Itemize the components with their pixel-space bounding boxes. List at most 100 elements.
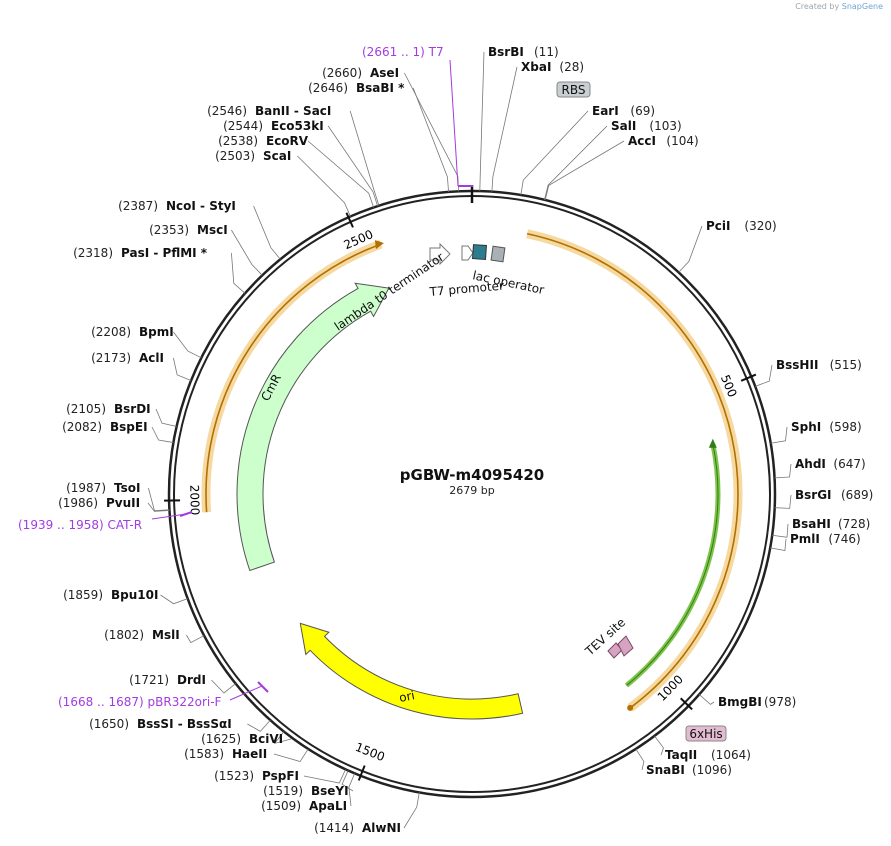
primer-pbr322ori-f-leader: [229, 685, 263, 701]
enzyme-bsabi-position: (2646): [308, 81, 348, 95]
enzyme-sphi-leader: [770, 426, 788, 444]
orf-band-right: [526, 229, 743, 712]
enzyme-snabi-leader: [635, 748, 645, 771]
primer-pbr322ori-f-label: (1668 .. 1687) pBR322ori-F: [58, 695, 222, 709]
his6-label: 6xHis: [689, 727, 722, 741]
orf-line-left: [205, 243, 382, 513]
cut-lines: [147, 51, 792, 829]
enzyme-apali-position: (1509): [261, 799, 301, 813]
enzyme-bseyi-position: (1519): [263, 784, 303, 798]
ori-arrow: [299, 622, 524, 720]
enzyme-bsshii-name: BssHII: [776, 358, 818, 372]
enzyme-sphi-position: (598): [829, 420, 861, 434]
enzyme-msli-name: MslI: [152, 628, 180, 642]
enzyme-msci-position: (2353): [149, 223, 189, 237]
enzyme-bsshii-position: (515): [830, 358, 862, 372]
enzyme-pvuii-name: PvuII: [106, 496, 140, 510]
his-cds-line: [626, 443, 719, 686]
tick-2500: [345, 212, 354, 228]
enzyme-pmli-name: PmlI: [790, 532, 820, 546]
enzyme-ncoi-styi-position: (2387): [118, 199, 158, 213]
enzyme-sphi-name: SphI: [791, 420, 821, 434]
enzyme-bsabi-name: BsaBI *: [356, 81, 405, 95]
enzyme-bseyi-name: BseYI: [311, 784, 349, 798]
ori-label: ori: [398, 688, 416, 705]
enzyme-haeii-position: (1583): [184, 747, 224, 761]
enzyme-taqii-name: TaqII: [665, 748, 697, 762]
enzyme-pspfi-position: (1523): [214, 769, 254, 783]
enzyme-msci-name: MscI: [197, 223, 228, 237]
primer-cat-r-leader: [151, 513, 187, 520]
enzyme-xbai-leader: [491, 66, 518, 192]
enzyme-ahdi-leader: [774, 463, 792, 479]
enzyme-pcii-name: PciI: [706, 219, 731, 233]
credit-prefix: Created by: [795, 2, 840, 11]
tick-1500: [357, 765, 366, 781]
tick-1000: [680, 697, 693, 711]
enzyme-drdi-name: DrdI: [177, 673, 206, 687]
enzyme-msci-leader: [231, 229, 263, 276]
enzyme-haeii-leader: [273, 748, 309, 763]
enzyme-bpmi-name: BpmI: [139, 325, 174, 339]
enzyme-bsrdi-leader: [155, 408, 177, 427]
orf-arrowhead-left: [374, 240, 384, 250]
enzyme-asei-leader: [404, 72, 459, 192]
snapgene-credit: Created by SnapGene: [795, 2, 883, 11]
enzyme-eco53ki-name: Eco53kI: [271, 119, 324, 133]
lambda-t0-terminator-arrow: [429, 242, 451, 266]
enzyme-bsahi-position: (728): [838, 517, 870, 531]
enzyme-alwni-name: AlwNI: [362, 821, 401, 835]
enzyme-bsahi-name: BsaHI: [792, 517, 831, 531]
enzyme-ahdi-name: AhdI: [795, 457, 826, 471]
tick-label-1500: 1500: [353, 740, 387, 764]
enzyme-bmgbi-position: (978): [764, 695, 796, 709]
enzyme-bsabi-leader: [412, 87, 449, 192]
lac-operator-box: [471, 244, 488, 261]
enzyme-bmgbi-name: BmgBI: [718, 695, 762, 709]
enzyme-pmli-position: (746): [828, 532, 860, 546]
enzyme-ecorv-position: (2538): [218, 134, 258, 148]
enzyme-acci-name: AccI: [628, 134, 656, 148]
enzyme-bpmi-leader: [173, 331, 202, 359]
enzyme-eco53ki-leader: [327, 125, 379, 207]
enzyme-bsrdi-position: (2105): [66, 402, 106, 416]
enzyme-eari-leader: [520, 110, 589, 196]
his-cds-band: [624, 443, 721, 688]
enzyme-alwni-position: (1414): [314, 821, 354, 835]
enzyme-banii-saci-position: (2546): [207, 104, 247, 118]
his-cds-arrowhead: [708, 438, 717, 448]
enzyme-pspfi-name: PspFI: [262, 769, 299, 783]
primer-cat-r-label: (1939 .. 1958) CAT-R: [18, 518, 142, 532]
enzyme-bsrgi-leader: [774, 494, 792, 509]
enzyme-taqii-position: (1064): [711, 748, 751, 762]
enzyme-pcii-leader: [678, 225, 703, 273]
enzyme-drdi-leader: [211, 679, 236, 694]
tick-500: [740, 373, 757, 382]
orf-line-right: [526, 232, 739, 709]
enzyme-acli-name: AclI: [139, 351, 164, 365]
enzyme-eari-name: EarI: [592, 104, 619, 118]
enzyme-ecorv-leader: [307, 140, 374, 208]
enzyme-bmgbi-leader: [698, 694, 715, 705]
enzyme-bpu10i-leader: [160, 594, 188, 605]
snapgene-logo: SnapGene: [841, 2, 883, 11]
enzyme-eco53ki-position: (2544): [223, 119, 263, 133]
enzyme-bpu10i-position: (1859): [63, 588, 103, 602]
primer-t7-label: (2661 .. 1) T7: [362, 45, 444, 59]
tick-label-2000: 2000: [187, 485, 202, 516]
enzyme-bpu10i-name: Bpu10I: [111, 588, 158, 602]
enzyme-bcivi-position: (1625): [201, 732, 241, 746]
tev-site-arrow-b: [617, 635, 634, 657]
rbs-box: [556, 81, 591, 98]
enzyme-msli-position: (1802): [104, 628, 144, 642]
enzyme-snabi-name: SnaBI: [646, 763, 685, 777]
enzyme-banii-saci-name: BanII - SacI: [255, 104, 331, 118]
enzyme-bsrdi-name: BsrDI: [114, 402, 151, 416]
enzyme-scai-name: ScaI: [263, 149, 291, 163]
enzyme-pmli-leader: [770, 538, 787, 552]
enzyme-pcii-position: (320): [744, 219, 776, 233]
features: [179, 185, 743, 720]
enzyme-bsrgi-position: (689): [841, 488, 873, 502]
enzyme-ahdi-position: (647): [833, 457, 865, 471]
enzyme-sali-name: SalI: [611, 119, 636, 133]
